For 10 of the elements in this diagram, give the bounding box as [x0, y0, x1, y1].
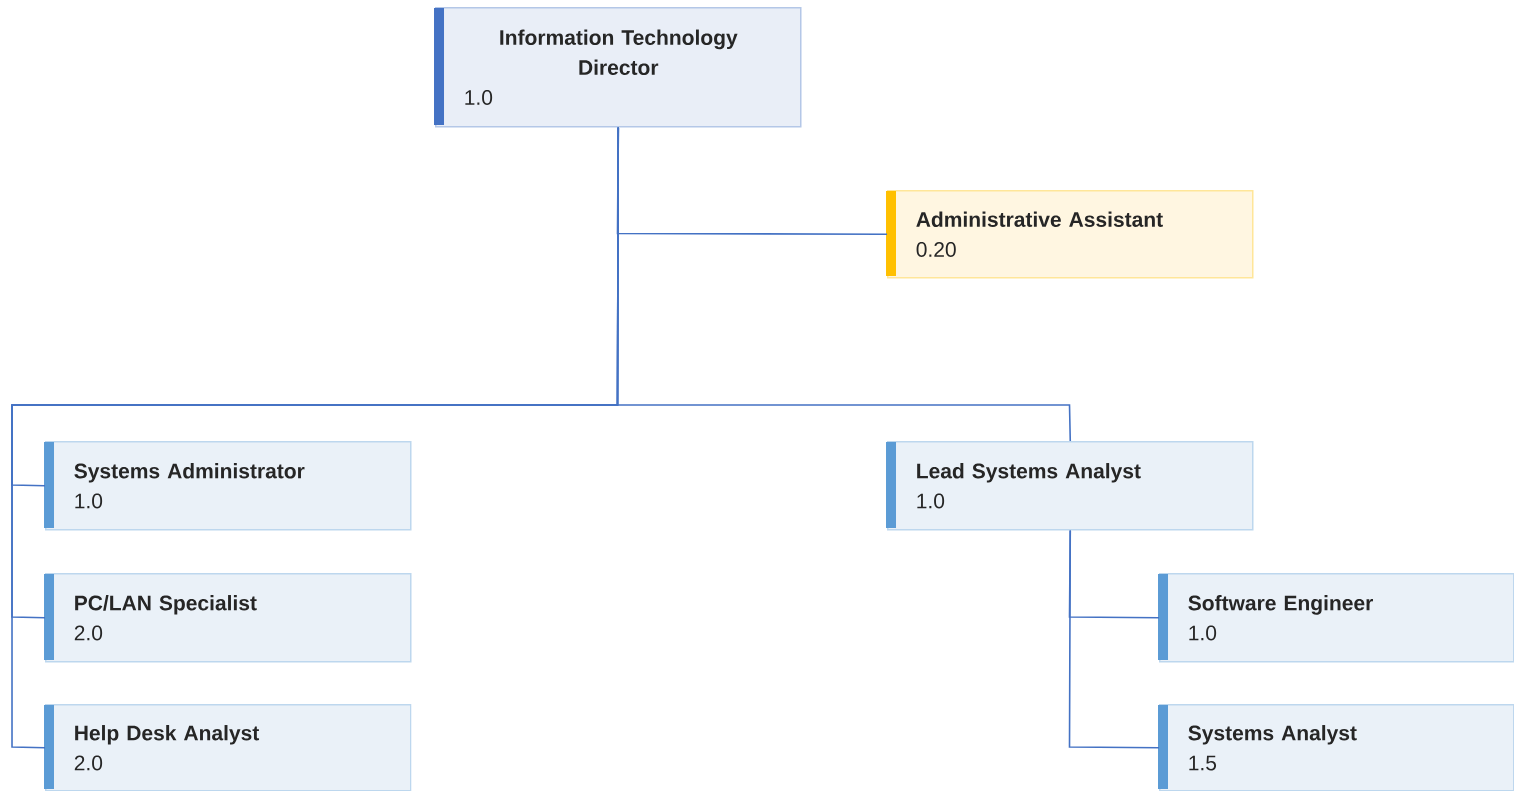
org-chart-box: Administrative Assistant 0.20 [886, 190, 1254, 279]
org-chart-box: Software Engineer 1.0 [1158, 573, 1514, 663]
org-chart-box: PC/LAN Specialist 2.0 [44, 573, 412, 663]
org-chart-box: Lead Systems Analyst 1.0 [886, 441, 1254, 531]
org-chart-box: Systems Analyst 1.5 [1158, 704, 1514, 791]
org-chart-box: Information Technology Director 1.0 [434, 7, 802, 128]
org-chart-box: Help Desk Analyst 2.0 [44, 704, 412, 791]
connector-line [616, 126, 1072, 442]
connector-line [1068, 529, 1160, 749]
org-chart-box: Systems Administrator 1.0 [44, 441, 412, 531]
